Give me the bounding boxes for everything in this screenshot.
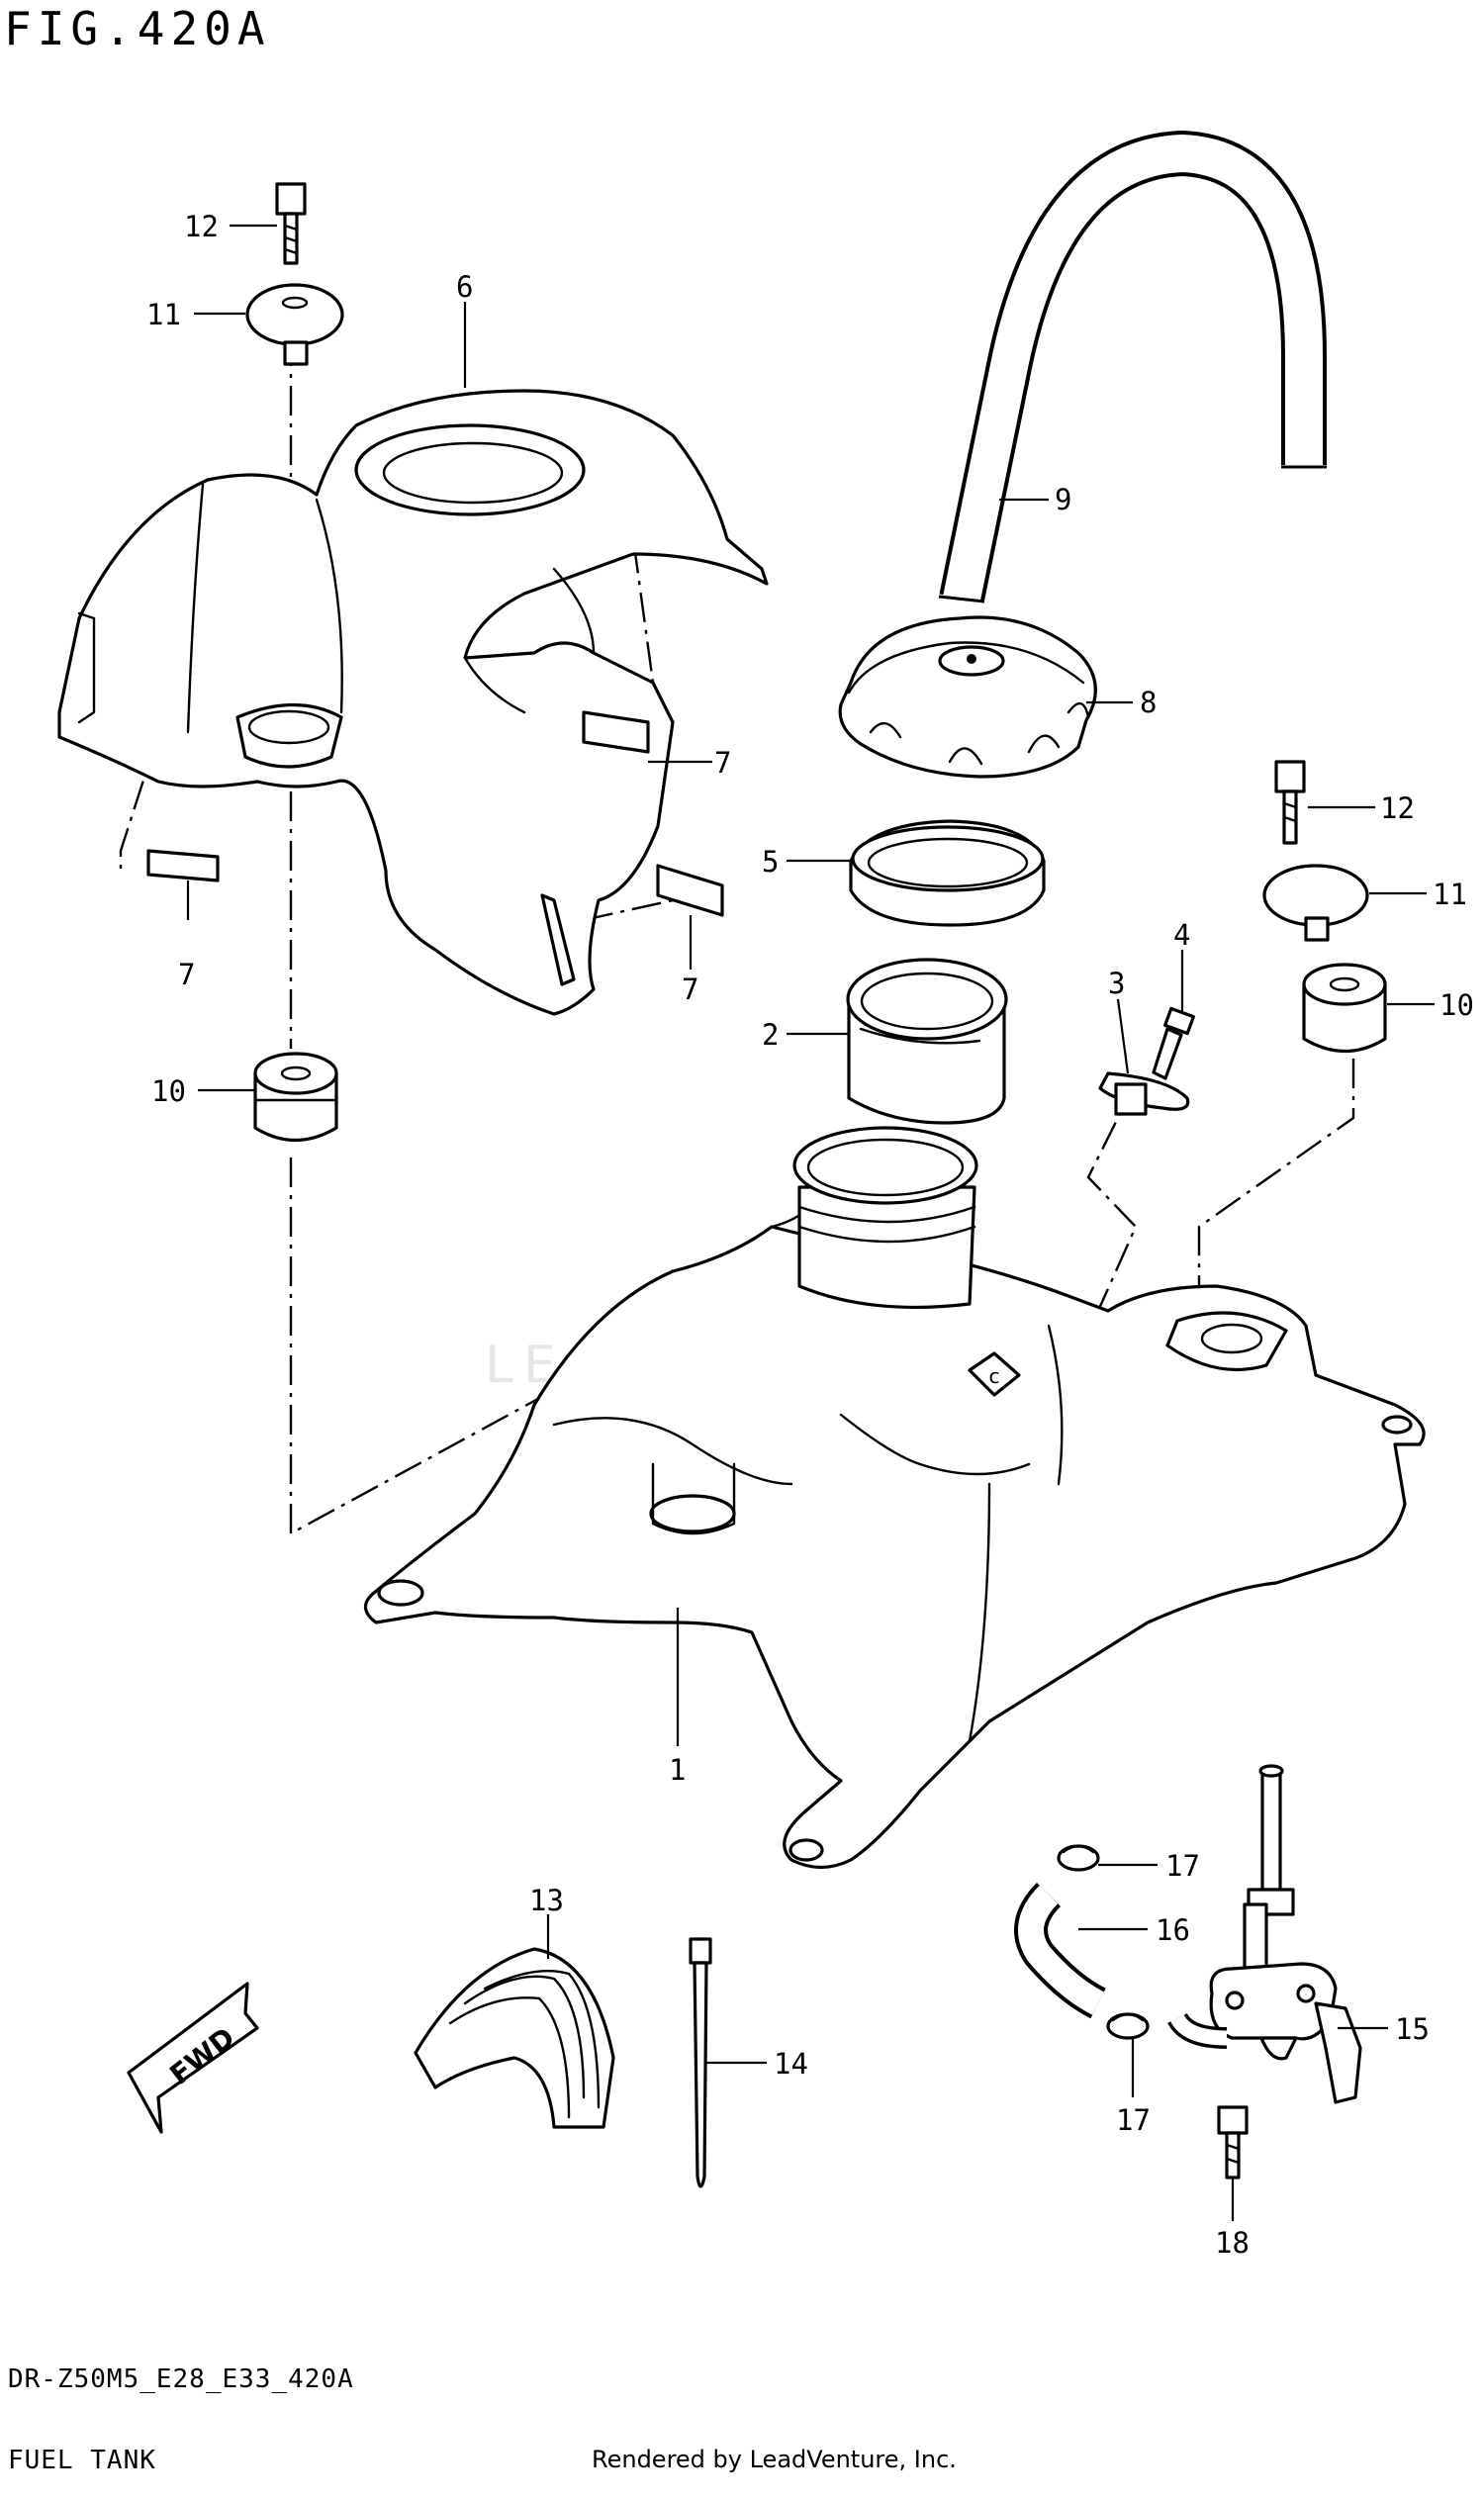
bracket-icon [1098, 1071, 1190, 1116]
callout-4: 4 [1173, 918, 1190, 952]
callout-11: 11 [1433, 878, 1467, 911]
render-credit: Rendered by LeadVenture, Inc. [592, 2446, 957, 2473]
hose-clamp-icon [1057, 1844, 1100, 1872]
washer-icon [245, 283, 344, 366]
callout-10: 10 [151, 1074, 186, 1108]
callout-7: 7 [682, 973, 698, 1006]
svg-text:c: c [989, 1364, 1000, 1388]
callout-15: 15 [1395, 2012, 1430, 2046]
hose-clamp-icon [1106, 2012, 1150, 2040]
leader-lines [186, 224, 1435, 2221]
grommet-icon [253, 1052, 338, 1143]
cushion-pad-icon [146, 710, 724, 917]
callout-6: 6 [456, 270, 473, 304]
callout-labels: 12 11 6 9 8 12 11 4 3 10 5 2 7 7 7 10 1 … [146, 210, 1474, 2260]
filler-neck-icon [846, 958, 1008, 1125]
callout-5: 5 [762, 845, 779, 879]
rubber-cushion-icon [414, 1947, 615, 2129]
figure-title: FIG.420A [4, 2, 271, 55]
fuel-cock-icon [1167, 1764, 1362, 2104]
callout-13: 13 [529, 1884, 564, 1917]
cable-tie-icon [689, 1937, 712, 2188]
callout-7: 7 [714, 746, 731, 780]
callout-10: 10 [1439, 988, 1474, 1022]
tank-cover-icon [57, 389, 769, 1016]
seal-ring-icon [849, 819, 1046, 927]
washer-icon [1262, 864, 1369, 942]
section-name: FUEL TANK [8, 2446, 156, 2475]
bolt-icon [1217, 2105, 1249, 2179]
fuel-tank-icon: c [363, 1126, 1426, 1870]
fuel-cap-icon [838, 615, 1097, 779]
bolt-icon [1274, 760, 1306, 845]
fuel-hose-icon [1014, 1882, 1106, 2019]
callout-7: 7 [178, 958, 195, 991]
callout-17: 17 [1116, 2103, 1151, 2137]
forward-arrow-icon: FWD [127, 1982, 259, 2134]
callout-17: 17 [1165, 1849, 1200, 1883]
drawing-code: DR-Z50M5_E28_E33_420A [8, 2364, 354, 2394]
callout-9: 9 [1055, 483, 1071, 516]
callout-3: 3 [1108, 967, 1125, 1000]
callout-8: 8 [1140, 686, 1157, 719]
screw-icon [1152, 1006, 1195, 1080]
callout-18: 18 [1215, 2226, 1250, 2260]
callout-12: 12 [184, 210, 219, 243]
callout-12: 12 [1380, 791, 1415, 825]
callout-16: 16 [1156, 1913, 1190, 1947]
callout-14: 14 [774, 2047, 808, 2081]
callout-1: 1 [669, 1753, 686, 1787]
breather-hose-icon [938, 130, 1327, 603]
callout-11: 11 [146, 298, 181, 331]
bolt-icon [275, 182, 307, 265]
callout-2: 2 [762, 1018, 779, 1052]
grommet-icon [1302, 963, 1387, 1054]
